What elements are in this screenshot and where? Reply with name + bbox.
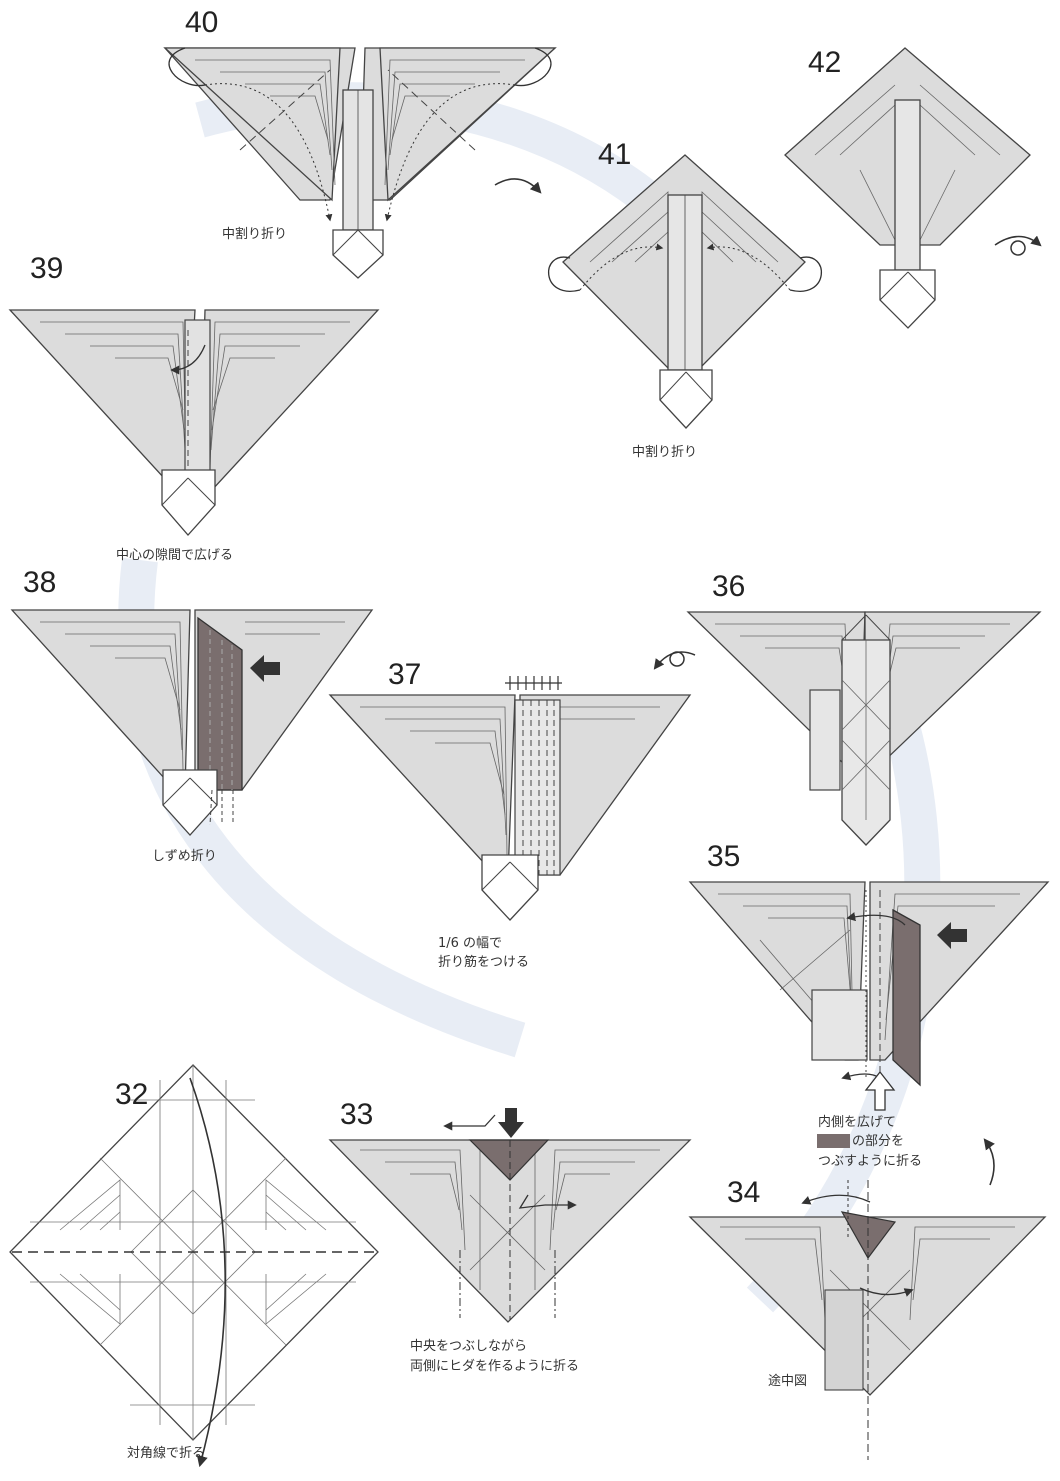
step-number-39: 39 — [30, 252, 64, 285]
step-37-figure — [328, 676, 692, 921]
caption-step-35-line-1: 内側を広げて — [818, 1115, 897, 1130]
step-number-41: 41 — [598, 138, 632, 171]
step-34-figure — [688, 1180, 1047, 1460]
step-36-figure — [686, 611, 1042, 846]
step-number-34: 34 — [727, 1176, 761, 1209]
step-number-37: 37 — [388, 658, 422, 691]
caption-step-33-line-2: 両側にヒダを作るように折る — [410, 1359, 580, 1374]
caption-step-35-line-3: つぶすように折る — [818, 1154, 923, 1169]
step-40-figure — [163, 47, 557, 279]
step-number-40: 40 — [185, 6, 219, 39]
step-35-figure — [688, 881, 1050, 1111]
caption-step-33-line-1: 中央をつぶしながら — [410, 1339, 528, 1354]
step-33-figure — [328, 1108, 692, 1323]
turn-over-icon — [653, 651, 696, 670]
caption-step-34: 途中図 — [768, 1374, 808, 1389]
step-32-figure — [9, 1064, 379, 1468]
step-number-33: 33 — [340, 1098, 374, 1131]
caption-step-39: 中心の隙間で広げる — [116, 548, 234, 563]
caption-step-40: 中割り折り — [222, 227, 288, 242]
caption-step-38: しずめ折り — [152, 849, 217, 864]
step-41-figure — [548, 154, 822, 429]
caption-step-35-line-2: の部分を — [852, 1134, 905, 1149]
step-39-figure — [8, 309, 380, 536]
highlight-swatch — [817, 1134, 850, 1148]
step-number-35: 35 — [707, 840, 741, 873]
step-38-figure — [10, 609, 374, 836]
step-number-42: 42 — [808, 46, 842, 79]
step-number-32: 32 — [115, 1078, 149, 1111]
caption-step-37-line-2: 折り筋をつける — [438, 955, 530, 970]
caption-step-32: 対角線で折る — [127, 1446, 206, 1461]
flow-arrow-34-35 — [983, 1138, 995, 1186]
flow-arrow-40-41 — [494, 178, 542, 194]
step-number-36: 36 — [712, 570, 746, 603]
turn-over-icon — [994, 235, 1042, 256]
step-number-38: 38 — [23, 566, 57, 599]
caption-step-37-line-1: 1/6 の幅で — [438, 936, 503, 951]
step-42-figure — [784, 47, 1031, 329]
caption-step-41: 中割り折り — [632, 445, 698, 460]
